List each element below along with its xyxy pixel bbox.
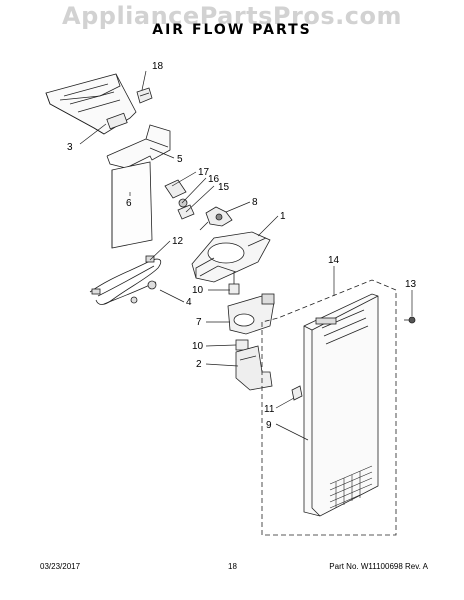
callout-12: 12 bbox=[172, 236, 184, 247]
part-1-fan-housing bbox=[191, 231, 271, 283]
part-7-damper bbox=[227, 293, 275, 335]
diagram-drawing bbox=[45, 70, 416, 536]
callout-11: 11 bbox=[264, 404, 275, 415]
callout-16: 16 bbox=[208, 174, 220, 185]
part-12-wire-harness bbox=[89, 255, 162, 305]
part-18-clip bbox=[136, 87, 153, 104]
callout-9: 9 bbox=[266, 420, 272, 431]
footer-date: 03/23/2017 bbox=[40, 562, 81, 571]
callout-4: 4 bbox=[186, 297, 192, 308]
part-11-clip bbox=[291, 385, 303, 401]
large-panel bbox=[111, 161, 153, 249]
callout-1: 1 bbox=[280, 211, 286, 222]
parts-15-17-sensor bbox=[164, 179, 195, 220]
part-3-housing bbox=[45, 73, 137, 135]
assembly-14-boundary bbox=[261, 279, 397, 536]
page-title: AIR FLOW PARTS bbox=[152, 22, 312, 38]
callout-13: 13 bbox=[405, 279, 417, 290]
footer-page-number: 18 bbox=[228, 562, 237, 571]
callout-5: 5 bbox=[177, 154, 183, 165]
part-10-upper-grommet bbox=[228, 272, 240, 295]
part-10-lower-grommet bbox=[235, 339, 249, 351]
footer-part-number: Part No. W11100698 Rev. A bbox=[329, 562, 428, 571]
callout-labels: 18 3 5 6 17 16 15 8 1 12 4 10 7 10 2 11 … bbox=[67, 61, 417, 431]
part-8-fan-blade bbox=[199, 206, 233, 231]
callout-18: 18 bbox=[152, 61, 164, 72]
part-13-screw bbox=[404, 316, 416, 324]
callout-10-lower: 10 bbox=[192, 341, 204, 352]
callout-7: 7 bbox=[196, 317, 202, 328]
part-9-air-panel bbox=[303, 293, 379, 517]
callout-2: 2 bbox=[196, 359, 202, 370]
part-5-duct bbox=[106, 124, 171, 169]
part-2-duct-elbow bbox=[235, 345, 273, 391]
watermark: AppliancePartsPros.com bbox=[62, 2, 402, 30]
callout-10-upper: 10 bbox=[192, 285, 204, 296]
leader-lines bbox=[79, 70, 413, 441]
callout-14: 14 bbox=[328, 255, 340, 266]
callout-3: 3 bbox=[67, 142, 73, 153]
callout-6: 6 bbox=[126, 198, 132, 209]
callout-17: 17 bbox=[198, 167, 210, 178]
callout-8: 8 bbox=[252, 197, 258, 208]
callout-15: 15 bbox=[218, 182, 230, 193]
